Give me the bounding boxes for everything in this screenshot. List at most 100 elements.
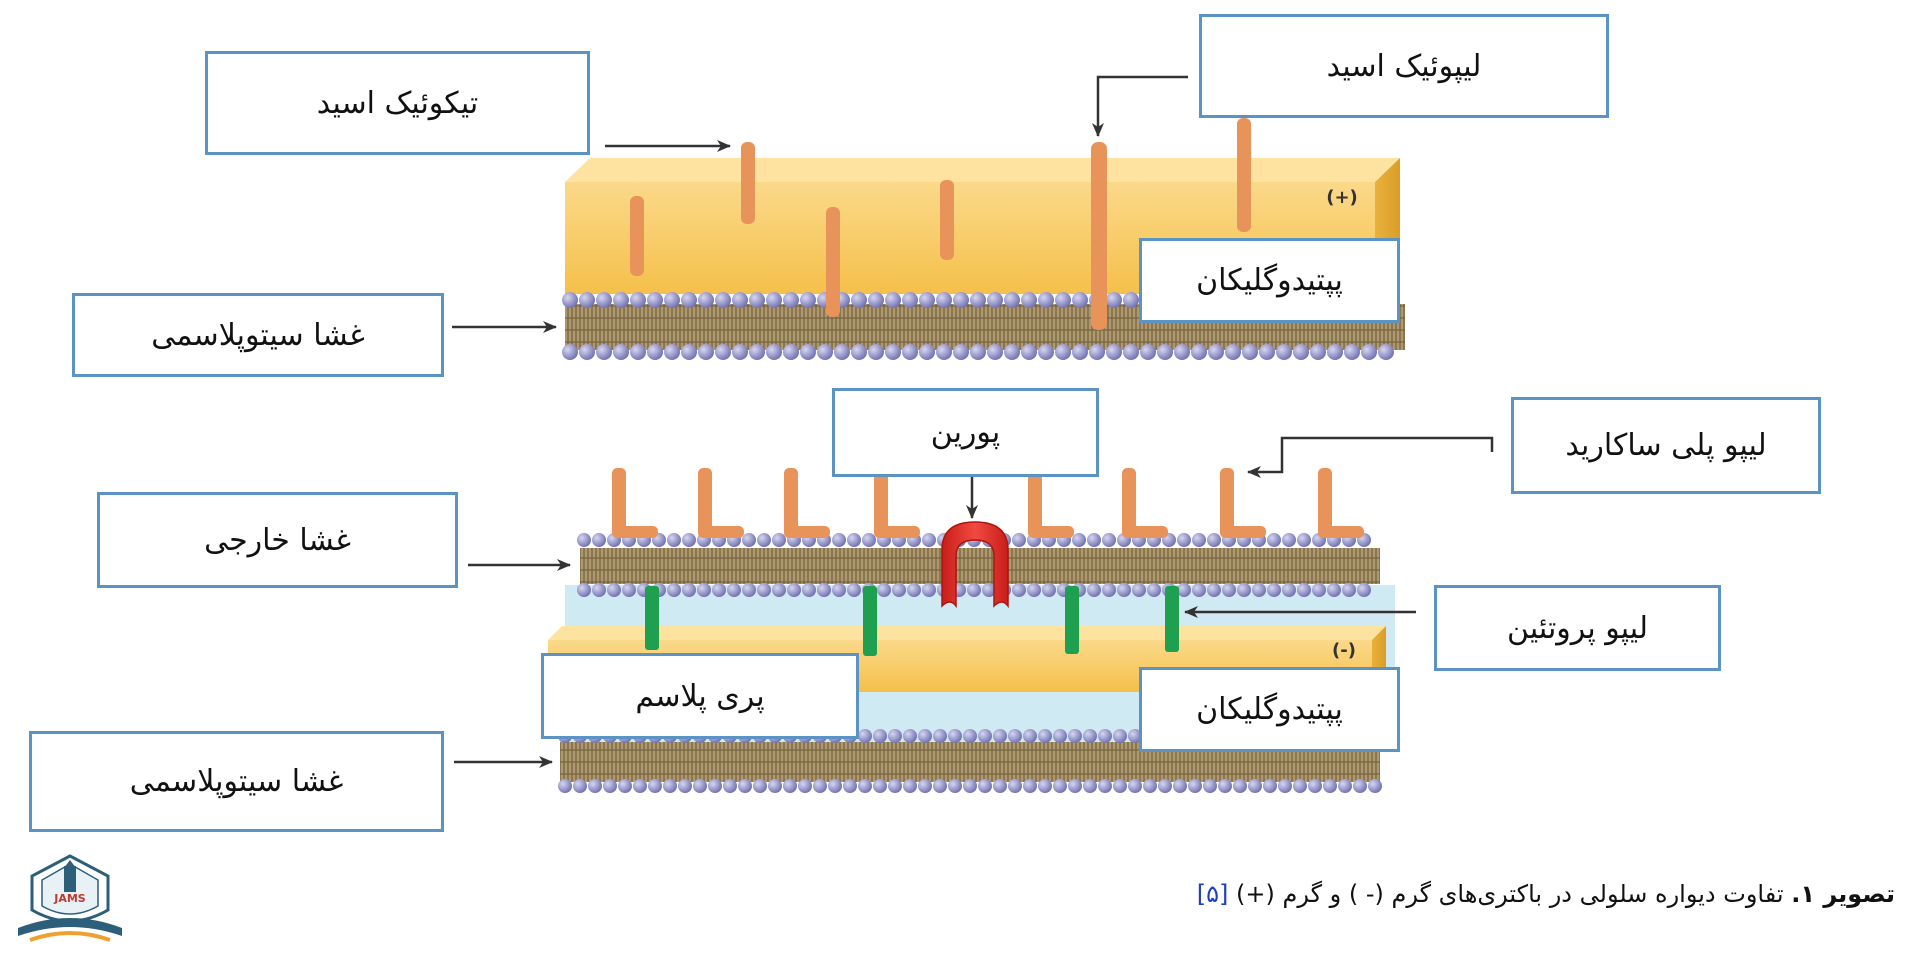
phospholipid-head (596, 292, 612, 308)
label-teichoic-acid: تیکوئیک اسید (205, 51, 590, 155)
phospholipid-head (918, 729, 932, 743)
phospholipid-head (1113, 779, 1127, 793)
porin-channel (941, 521, 1009, 609)
phospholipid-head (933, 779, 947, 793)
phospholipid-head (1225, 344, 1241, 360)
lps-base (612, 526, 658, 538)
phospholipid-head (1344, 344, 1360, 360)
phospholipid-head (1008, 779, 1022, 793)
phospholipid-head (1158, 779, 1172, 793)
outer-membrane-tails (580, 548, 1380, 584)
lps-chain (874, 468, 888, 536)
phospholipid-head (1267, 583, 1281, 597)
phospholipid-head (698, 292, 714, 308)
phospholipid-head (732, 292, 748, 308)
phospholipid-head (1106, 344, 1122, 360)
phospholipid-head (1123, 344, 1139, 360)
phospholipid-head (698, 344, 714, 360)
phospholipid-head (664, 292, 680, 308)
phospholipid-head (800, 292, 816, 308)
logo-text: JAMS (53, 892, 86, 905)
phospholipid-head (1293, 779, 1307, 793)
leader-arrows (452, 75, 1494, 768)
phospholipid-head (832, 583, 846, 597)
phospholipid-head (697, 583, 711, 597)
phospholipid-head (577, 583, 591, 597)
phospholipid-head (1361, 344, 1377, 360)
phospholipid-head (577, 533, 591, 547)
phospholipid-head (862, 533, 876, 547)
phospholipid-head (607, 583, 621, 597)
phospholipid-head (613, 344, 629, 360)
phospholipid-head (766, 292, 782, 308)
teichoic-acid-rod (940, 180, 954, 260)
phospholipid-head (749, 292, 765, 308)
phospholipid-head (558, 779, 572, 793)
phospholipid-head (919, 344, 935, 360)
phospholipid-head (1042, 583, 1056, 597)
lps-chain (612, 468, 626, 536)
phospholipid-head (1102, 583, 1116, 597)
label-outer-membrane: غشا خارجی (97, 492, 458, 588)
phospholipid-head (903, 729, 917, 743)
phospholipid-head (967, 583, 981, 597)
phospholipid-head (953, 344, 969, 360)
phospholipid-head (1242, 344, 1258, 360)
phospholipid-head (1098, 779, 1112, 793)
phospholipid-head (1147, 583, 1161, 597)
phospholipid-head (963, 729, 977, 743)
phospholipid-head (1207, 533, 1221, 547)
phospholipid-head (948, 779, 962, 793)
phospholipid-head (834, 344, 850, 360)
phospholipid-head (970, 292, 986, 308)
phospholipid-head (828, 779, 842, 793)
phospholipid-head (1083, 729, 1097, 743)
phospholipid-head (873, 779, 887, 793)
phospholipid-head (1128, 729, 1142, 743)
phospholipid-head (1192, 533, 1206, 547)
phospholipid-head (993, 729, 1007, 743)
phospholipid-head (1327, 344, 1343, 360)
label-peptidoglycan-bottom: پپتیدوگلیکان (1139, 667, 1400, 752)
phospholipid-head (1276, 344, 1292, 360)
phospholipid-head (579, 344, 595, 360)
phospholipid-head (757, 533, 771, 547)
lipoprotein-rod (1065, 586, 1079, 654)
phospholipid-head (596, 344, 612, 360)
peptidoglycan-bottom-slab-top (548, 626, 1386, 640)
lps-base (1122, 526, 1168, 538)
phospholipid-head (847, 583, 861, 597)
phospholipid-head (1023, 779, 1037, 793)
phospholipid-head (1143, 779, 1157, 793)
phospholipid-head (953, 292, 969, 308)
phospholipid-head (1323, 779, 1337, 793)
phospholipid-head (715, 344, 731, 360)
gram-negative-sign: (-) (1332, 640, 1356, 661)
phospholipid-head (1128, 779, 1142, 793)
phospholipid-head (562, 344, 578, 360)
phospholipid-head (1293, 344, 1309, 360)
phospholipid-head (798, 779, 812, 793)
phospholipid-head (1248, 779, 1262, 793)
phospholipid-head (1308, 779, 1322, 793)
phospholipid-head (1177, 583, 1191, 597)
phospholipid-head (817, 583, 831, 597)
label-lipopolysaccharide: لیپو پلی ساکارید (1511, 397, 1821, 494)
lps-base (874, 526, 920, 538)
lps-chain (1122, 468, 1136, 536)
phospholipid-head (922, 533, 936, 547)
phospholipid-head (1207, 583, 1221, 597)
phospholipid-head (1117, 583, 1131, 597)
phospholipid-head (978, 779, 992, 793)
phospholipid-head (772, 583, 786, 597)
lipoteichoic-acid-rod (1091, 142, 1107, 330)
phospholipid-head (1098, 729, 1112, 743)
phospholipid-head (1263, 779, 1277, 793)
phospholipid-head (1053, 729, 1067, 743)
phospholipid-head (1208, 344, 1224, 360)
phospholipid-head (664, 344, 680, 360)
phospholipid-head (787, 583, 801, 597)
phospholipid-head (1023, 729, 1037, 743)
phospholipid-head (1310, 344, 1326, 360)
